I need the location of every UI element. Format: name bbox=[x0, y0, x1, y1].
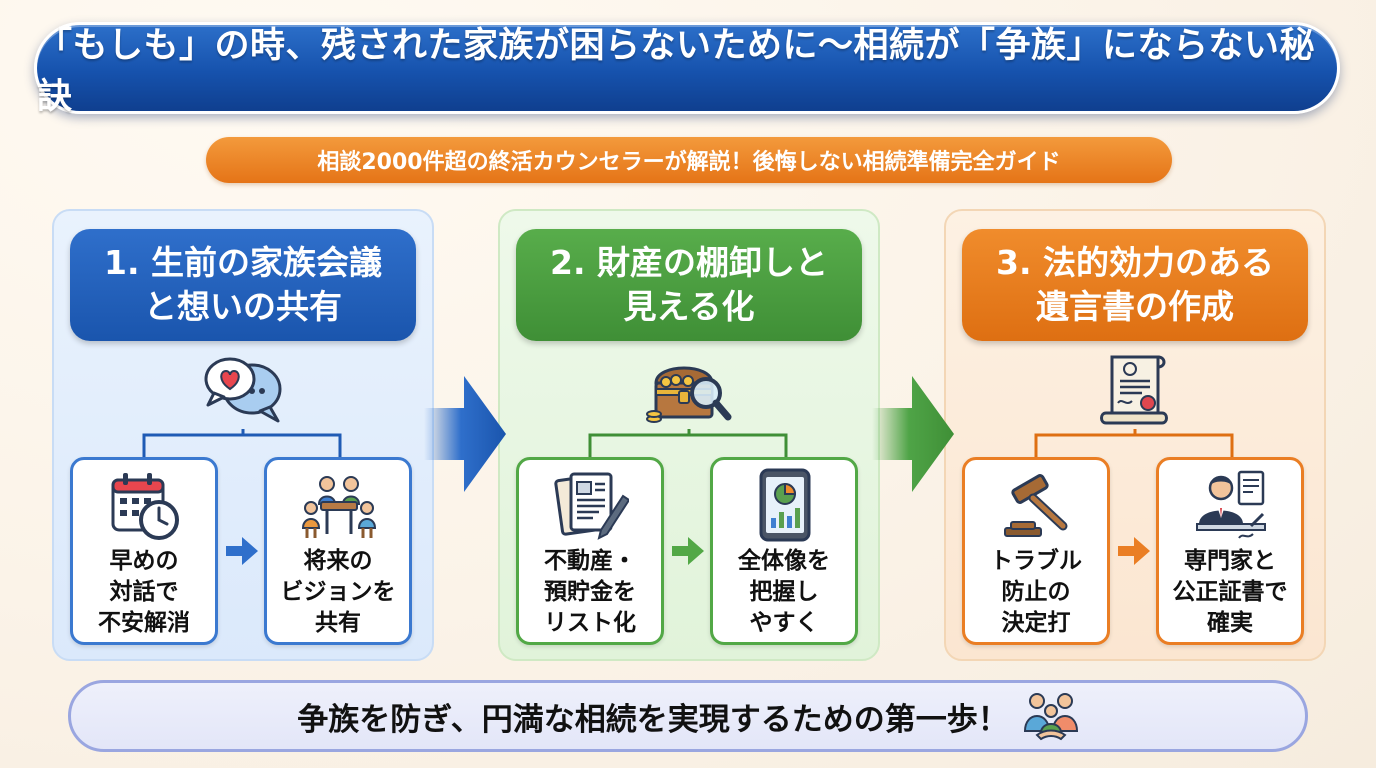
step-2-heading: 2. 財産の棚卸しと 見える化 bbox=[550, 243, 828, 326]
step-arrow-1-icon bbox=[424, 376, 506, 492]
professional-signing-icon bbox=[1196, 470, 1266, 539]
document-pen-icon bbox=[554, 472, 629, 540]
step-3-heading-box: 3. 法的効力のある 遺言書の作成 bbox=[962, 229, 1308, 341]
step-1-heading: 1. 生前の家族会議 と想いの共有 bbox=[104, 243, 382, 326]
title-banner: 「もしも」の時、残された家族が困らないために〜相続が「争族」にならない秘訣 bbox=[34, 22, 1340, 117]
arrow-right-icon bbox=[226, 537, 258, 565]
step-2-heading-box: 2. 財産の棚卸しと 見える化 bbox=[516, 229, 862, 341]
step-1-card-2: 将来の ビジョンを 共有 bbox=[264, 457, 412, 645]
step-1-card-2-text: 将来の ビジョンを 共有 bbox=[280, 548, 396, 636]
footer-text: 争族を防ぎ、円満な相続を実現するための第一歩！ bbox=[297, 701, 1009, 738]
step-3-card-1: トラブル 防止の 決定打 bbox=[962, 457, 1110, 645]
subtitle-banner: 相談2000件超の終活カウンセラーが解説！後悔しない相続準備完全ガイド bbox=[206, 137, 1172, 183]
arrow-right-icon bbox=[1118, 537, 1150, 565]
family-meeting-icon bbox=[301, 476, 377, 538]
step-2-card-1: 不動産・ 預貯金を リスト化 bbox=[516, 457, 664, 645]
arrow-right-icon bbox=[672, 537, 704, 565]
chat-heart-icon bbox=[204, 357, 282, 423]
step-3-card-2: 専門家と 公正証書で 確実 bbox=[1156, 457, 1304, 645]
gavel-icon bbox=[1004, 474, 1068, 537]
step-2-card-2-text: 全体像を 把握し やすく bbox=[738, 548, 830, 636]
step-2-card-2: 全体像を 把握し やすく bbox=[710, 457, 858, 645]
step-1-card-1-text: 早めの 対話で 不安解消 bbox=[98, 548, 190, 636]
calendar-clock-icon bbox=[111, 473, 179, 540]
step-1-panel: 1. 生前の家族会議 と想いの共有 早めの 対話で 不安解消 bbox=[52, 209, 434, 661]
treasure-chest-magnifier-icon bbox=[646, 366, 732, 423]
family-handshake-icon bbox=[1023, 693, 1078, 741]
tablet-chart-icon bbox=[759, 468, 811, 542]
subtitle-text: 相談2000件超の終活カウンセラーが解説！後悔しない相続準備完全ガイド bbox=[317, 150, 1061, 175]
step-arrow-2-icon bbox=[872, 376, 954, 492]
step-1-card-1: 早めの 対話で 不安解消 bbox=[70, 457, 218, 645]
step-3-heading: 3. 法的効力のある 遺言書の作成 bbox=[996, 243, 1274, 326]
step-2-card-1-text: 不動産・ 預貯金を リスト化 bbox=[544, 548, 636, 636]
step-3-panel: 3. 法的効力のある 遺言書の作成 トラブル 防止の 決定打 bbox=[944, 209, 1326, 661]
step-3-card-2-text: 専門家と 公正証書で 確実 bbox=[1172, 548, 1288, 636]
page-title: 「もしも」の時、残された家族が困らないために〜相続が「争族」にならない秘訣 bbox=[37, 26, 1316, 117]
will-scroll-icon bbox=[1100, 355, 1168, 425]
step-2-panel: 2. 財産の棚卸しと 見える化 不動産・ 預貯金を リスト化 bbox=[498, 209, 880, 661]
footer-banner: 争族を防ぎ、円満な相続を実現するための第一歩！ bbox=[68, 680, 1308, 752]
step-1-heading-box: 1. 生前の家族会議 と想いの共有 bbox=[70, 229, 416, 341]
step-3-card-1-text: トラブル 防止の 決定打 bbox=[990, 548, 1082, 636]
